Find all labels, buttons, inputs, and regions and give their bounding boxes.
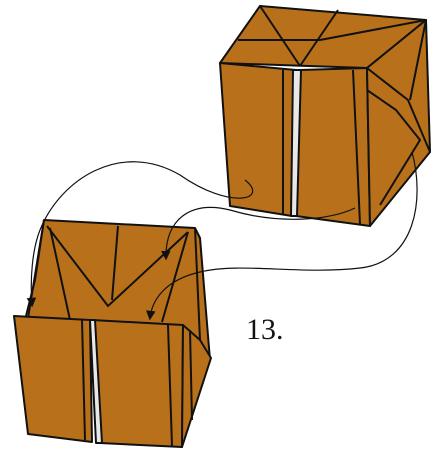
- step-number: 13.: [246, 313, 284, 347]
- bottom-box-front-left: [14, 316, 92, 442]
- top-box: [220, 6, 430, 226]
- top-box-front-left: [220, 63, 296, 216]
- bottom-box: [14, 220, 211, 447]
